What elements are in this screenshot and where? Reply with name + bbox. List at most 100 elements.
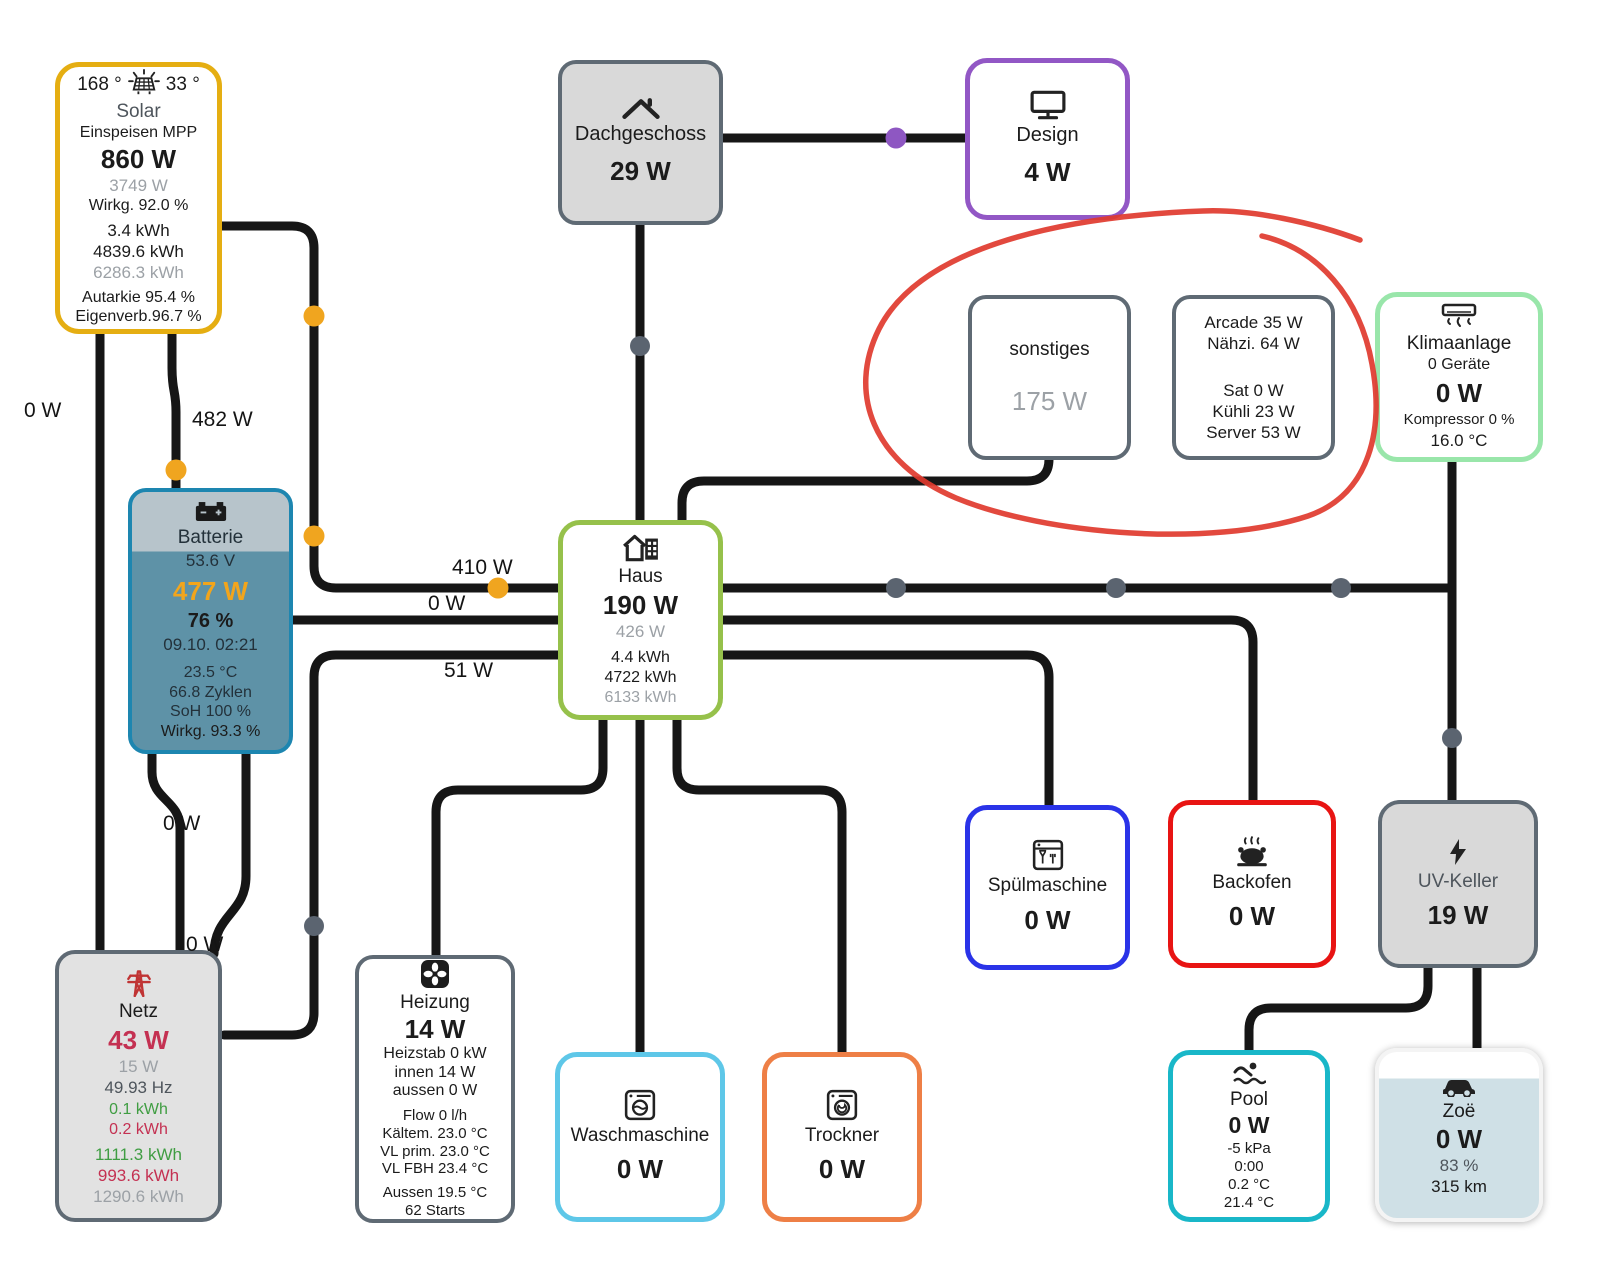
dachgeschoss-power: 29 W (610, 156, 671, 187)
node-haus[interactable]: Haus 190 W 426 W 4.4 kWh 4722 kWh 6133 k… (558, 520, 723, 720)
dryer-icon-svg (826, 1089, 858, 1120)
spuelmaschine-power: 0 W (1024, 904, 1071, 935)
klimaanlage-devices: 0 Geräte (1427, 356, 1491, 374)
swimmer-icon-svg (1233, 1062, 1266, 1085)
kuehlschrank-line: Kühli 23 W (1212, 402, 1295, 422)
junction-dot-gray (886, 578, 906, 598)
netz-energy-out-day: 0.2 kWh (109, 1120, 168, 1138)
node-trockner[interactable]: Trockner 0 W (762, 1052, 922, 1222)
heizung-vl-prim: VL prim. 23.0 °C (380, 1142, 490, 1160)
solar-module-temp: 168 ° (77, 73, 122, 95)
node-solar[interactable]: 168 ° 33 ° (55, 62, 222, 334)
washing-machine-icon (624, 1089, 656, 1121)
car-battery-icon (194, 500, 228, 523)
zoe-power: 0 W (1435, 1124, 1483, 1155)
batterie-cycles: 66.8 Zyklen (169, 683, 252, 701)
node-design[interactable]: Design 4 W (965, 58, 1130, 220)
server-line: Server 53 W (1206, 423, 1301, 443)
roof-icon-svg (621, 98, 660, 120)
dishwasher-icon (1032, 839, 1064, 871)
solar-panel-sun-icon-svg (127, 68, 160, 94)
solar-ambient-temp: 33 ° (165, 73, 200, 95)
node-backofen[interactable]: Backofen 0 W (1168, 800, 1336, 968)
node-arcade-group[interactable]: Arcade 35 W Nähzi. 64 W Sat 0 W Kühli 23… (1172, 295, 1335, 460)
air-conditioner-icon-svg (1441, 303, 1477, 327)
heizung-vl-fbh: VL FBH 23.4 °C (381, 1160, 489, 1178)
junction-dot-purple (885, 127, 907, 149)
arcade-line: Arcade 35 W (1204, 312, 1303, 332)
dachgeschoss-title: Dachgeschoss (574, 123, 707, 146)
node-netz[interactable]: Netz 43 W 15 W 49.93 Hz 0.1 kWh 0.2 kWh … (55, 950, 222, 1222)
car-battery-icon-svg (195, 502, 226, 521)
waschmaschine-title: Waschmaschine (570, 1124, 710, 1146)
zoe-title: Zoë (1442, 1100, 1476, 1122)
node-uv-keller[interactable]: UV-Keller 19 W (1378, 800, 1538, 968)
node-sonstiges[interactable]: sonstiges 175 W (968, 295, 1131, 460)
node-klimaanlage[interactable]: Klimaanlage 0 Geräte 0 W Kompressor 0 % … (1375, 292, 1543, 462)
flow-dot-orange (487, 577, 509, 599)
solar-power: 860 W (100, 144, 177, 175)
batterie-title: Batterie (177, 526, 244, 548)
house-icon (622, 532, 660, 562)
solar-panel-sun-icon (127, 68, 161, 97)
uv-keller-power: 19 W (1427, 900, 1489, 931)
edge-label-netz-haus: 51 W (444, 659, 494, 682)
junction-dot-gray (1442, 728, 1462, 748)
netz-energy-in-year: 1111.3 kWh (95, 1144, 182, 1164)
junction-dot-gray (1331, 578, 1351, 598)
zoe-range: 315 km (1431, 1177, 1487, 1197)
lightning-bolt-icon-svg (1450, 838, 1466, 865)
batterie-efficiency: Wirkg. 93.3 % (160, 723, 261, 741)
batterie-soh: SoH 100 % (170, 703, 251, 721)
heizung-title: Heizung (400, 991, 470, 1013)
haus-energy-year: 4722 kWh (604, 669, 677, 687)
netz-power-alt: 15 W (118, 1056, 159, 1076)
batterie-power: 477 W (172, 575, 249, 606)
car-icon-svg (1443, 1079, 1475, 1097)
node-zoe[interactable]: Zoë 0 W 83 % 315 km (1375, 1048, 1543, 1222)
netz-energy-in-day: 0.1 kWh (109, 1101, 168, 1119)
wire-sonstiges-haus (677, 451, 1054, 529)
wire-solar-batterie (167, 323, 181, 497)
backofen-title: Backofen (1212, 871, 1292, 893)
monitor-icon (1030, 90, 1066, 120)
pool-title: Pool (1229, 1089, 1269, 1111)
junction-dot-gray (304, 916, 324, 936)
power-tower-icon-svg (126, 970, 151, 998)
heizung-kaeltemittel: Kältem. 23.0 °C (382, 1124, 488, 1142)
node-waschmaschine[interactable]: Waschmaschine 0 W (555, 1052, 725, 1222)
dishwasher-icon-svg (1032, 839, 1063, 871)
zoe-soc: 83 % (1439, 1156, 1479, 1176)
pool-runtime: 0:00 (1234, 1157, 1264, 1175)
edge-label-batterie-haus: 0 W (428, 592, 466, 615)
wire-haus-trockner (672, 711, 847, 1061)
wire-haus-backofen (713, 615, 1258, 809)
solar-efficiency: Wirkg. 92.0 % (88, 197, 189, 215)
flow-dot-orange (303, 525, 325, 547)
node-batterie[interactable]: Batterie 53.6 V 477 W 76 % 09.10. 02:21 … (128, 488, 293, 754)
node-dachgeschoss[interactable]: Dachgeschoss 29 W (558, 60, 723, 225)
klimaanlage-title: Klimaanlage (1406, 332, 1512, 354)
node-pool[interactable]: Pool 0 W -5 kPa 0:00 0.2 °C 21.4 °C (1168, 1050, 1330, 1222)
netz-energy-total: 1290.6 kWh (93, 1186, 184, 1206)
pool-power: 0 W (1228, 1112, 1270, 1139)
design-power: 4 W (1024, 156, 1071, 187)
heizung-power: 14 W (404, 1014, 466, 1044)
wire-haus-heizung (431, 711, 608, 964)
node-heizung[interactable]: Heizung 14 W Heizstab 0 kW innen 14 W au… (355, 955, 515, 1223)
design-title: Design (1016, 123, 1079, 146)
node-spuelmaschine[interactable]: Spülmaschine 0 W (965, 805, 1130, 970)
junction-dot-gray (1106, 578, 1126, 598)
netz-frequency: 49.93 Hz (104, 1077, 173, 1097)
edge-label-solar-haus: 410 W (452, 556, 513, 579)
air-conditioner-icon (1441, 303, 1477, 329)
wire-netz-haus (219, 650, 567, 1040)
solar-energy-year: 4839.6 kWh (93, 242, 184, 262)
batterie-voltage: 53.6 V (185, 550, 236, 570)
trockner-title: Trockner (804, 1124, 880, 1146)
fan-icon (420, 959, 450, 989)
haus-title: Haus (618, 566, 663, 588)
haus-energy-day: 4.4 kWh (611, 649, 670, 667)
